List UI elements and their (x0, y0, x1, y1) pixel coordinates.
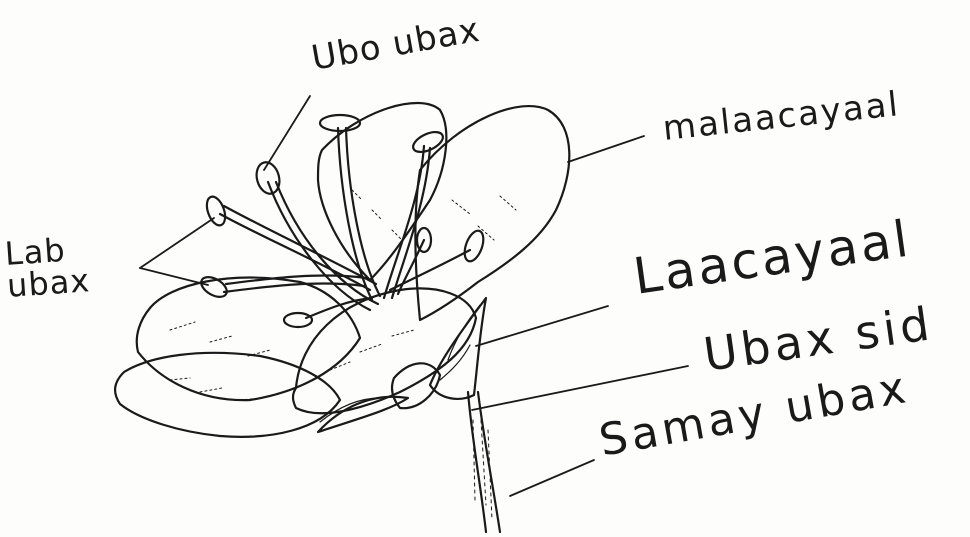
leader-malaacayaal (568, 136, 644, 162)
label-lab-ubax-line2: ubax (6, 264, 91, 302)
label-lab-ubax: Lab ubax (4, 232, 91, 302)
leader-ubo-ubax (264, 96, 310, 170)
stamens (198, 115, 487, 327)
leader-laacayaal (476, 306, 608, 346)
leader-lab-ubax-2 (140, 268, 208, 285)
petal-right (415, 106, 569, 320)
leader-samay-ubax (510, 460, 594, 496)
leader-ubax-sid (472, 366, 688, 410)
leader-lab-ubax-1 (140, 218, 214, 268)
stem (468, 392, 500, 532)
